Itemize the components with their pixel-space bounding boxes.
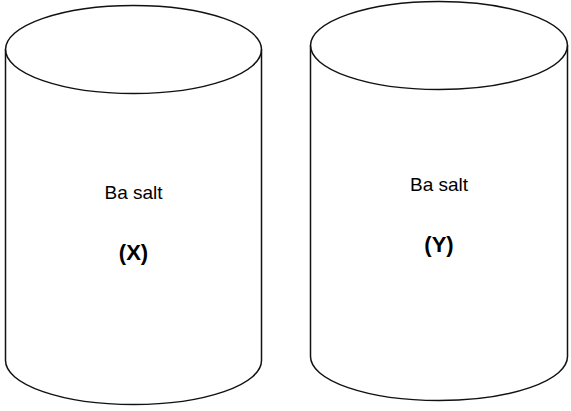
container-letter: (Y) <box>309 232 569 258</box>
cylinder-container: Ba salt (X) <box>4 4 263 406</box>
container-letter: (X) <box>4 240 263 266</box>
cylinder-body <box>311 46 568 401</box>
cylinder-container: Ba salt (Y) <box>309 0 569 402</box>
salt-name: Ba salt <box>309 174 569 196</box>
cylinder-outline <box>309 0 569 402</box>
cylinder-top <box>311 2 568 90</box>
cylinder-body <box>6 50 262 405</box>
salt-name: Ba salt <box>4 182 263 204</box>
container-label: Ba salt (X) <box>4 182 263 266</box>
container-label: Ba salt (Y) <box>309 174 569 258</box>
cylinder-top <box>6 6 262 94</box>
cylinder-outline <box>4 4 263 406</box>
